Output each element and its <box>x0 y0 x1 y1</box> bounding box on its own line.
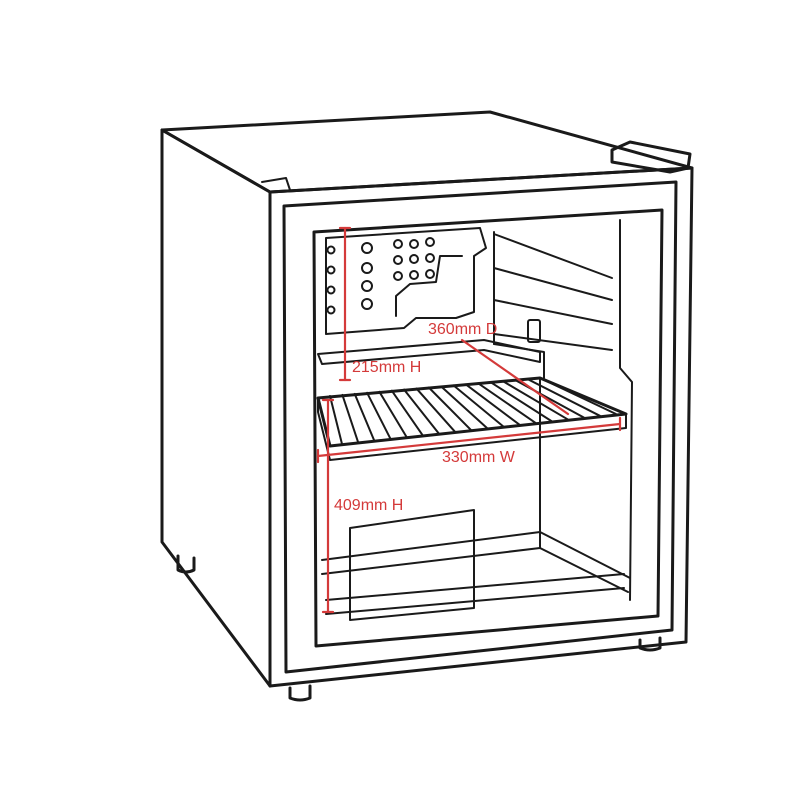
door-hinge-block <box>610 140 692 174</box>
fridge-cabinet <box>160 110 694 688</box>
width-dimension-line <box>316 422 622 458</box>
depth-dimension-label: 360mm D <box>428 321 497 338</box>
upper-height-dimension-label: 215mm H <box>352 359 421 376</box>
control-panel-dots <box>326 237 435 315</box>
depth-dimension-line <box>460 338 570 416</box>
fridge-interior <box>317 219 633 621</box>
wire-shelf <box>316 376 628 461</box>
fridge-feet <box>176 554 662 702</box>
glass-window <box>312 208 664 648</box>
dimension-lines <box>316 226 622 614</box>
lower-height-dimension-label: 409mm H <box>334 497 403 514</box>
width-dimension-label: 330mm W <box>442 449 516 466</box>
